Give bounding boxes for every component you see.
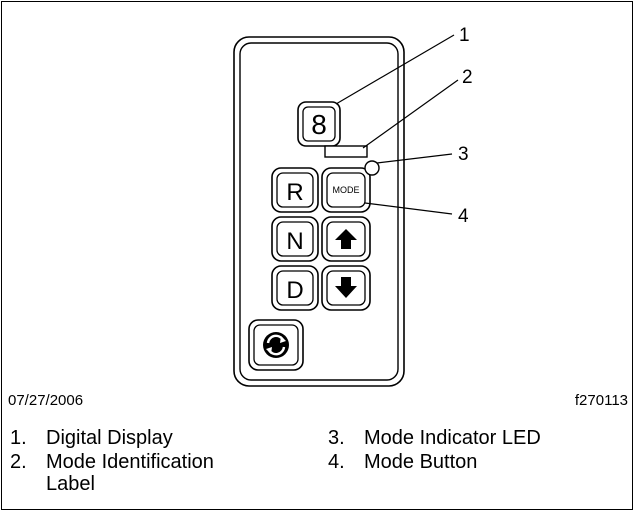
- legend-text: Mode Indicator LED: [364, 427, 541, 449]
- leader-line-4: [364, 202, 453, 215]
- legend-number: 1.: [10, 427, 27, 449]
- digital-display: 8: [297, 101, 341, 147]
- leader-line-1: [335, 34, 455, 105]
- leader-line-2: [362, 79, 459, 149]
- down-arrow-button[interactable]: [321, 265, 371, 311]
- display-digit: 8: [311, 109, 327, 140]
- callout-3: 3: [458, 144, 469, 165]
- legend-number: 2.: [10, 451, 27, 473]
- mode-identification-label: [324, 145, 368, 158]
- keypad-housing-inner: [239, 42, 399, 381]
- r-button[interactable]: R: [271, 167, 319, 213]
- n-button-label: N: [286, 228, 303, 255]
- arrow-down-icon: [335, 277, 357, 298]
- r-button-label: R: [286, 179, 303, 206]
- cycle-button[interactable]: [248, 319, 304, 371]
- legend-number: 3.: [328, 427, 345, 449]
- callout-1: 1: [459, 25, 470, 46]
- n-button[interactable]: N: [271, 216, 319, 262]
- callout-2: 2: [462, 67, 473, 88]
- up-arrow-button[interactable]: [321, 216, 371, 262]
- d-button-label: D: [286, 277, 303, 304]
- cycle-icon: [263, 332, 289, 358]
- mode-button-label: MODE: [333, 185, 360, 195]
- callout-4: 4: [458, 206, 469, 227]
- leader-line-3: [376, 153, 453, 164]
- figure-date: 07/27/2006: [8, 392, 84, 409]
- legend-text: Digital Display: [46, 427, 173, 449]
- mode-button[interactable]: MODE: [321, 167, 371, 213]
- legend-text: Mode Identification Label: [46, 451, 214, 495]
- figure-id: f270113: [574, 392, 628, 409]
- arrow-up-icon: [335, 229, 357, 249]
- legend-number: 4.: [328, 451, 345, 473]
- d-button[interactable]: D: [271, 265, 319, 311]
- mode-indicator-led: [364, 160, 380, 176]
- legend-text: Mode Button: [364, 451, 478, 473]
